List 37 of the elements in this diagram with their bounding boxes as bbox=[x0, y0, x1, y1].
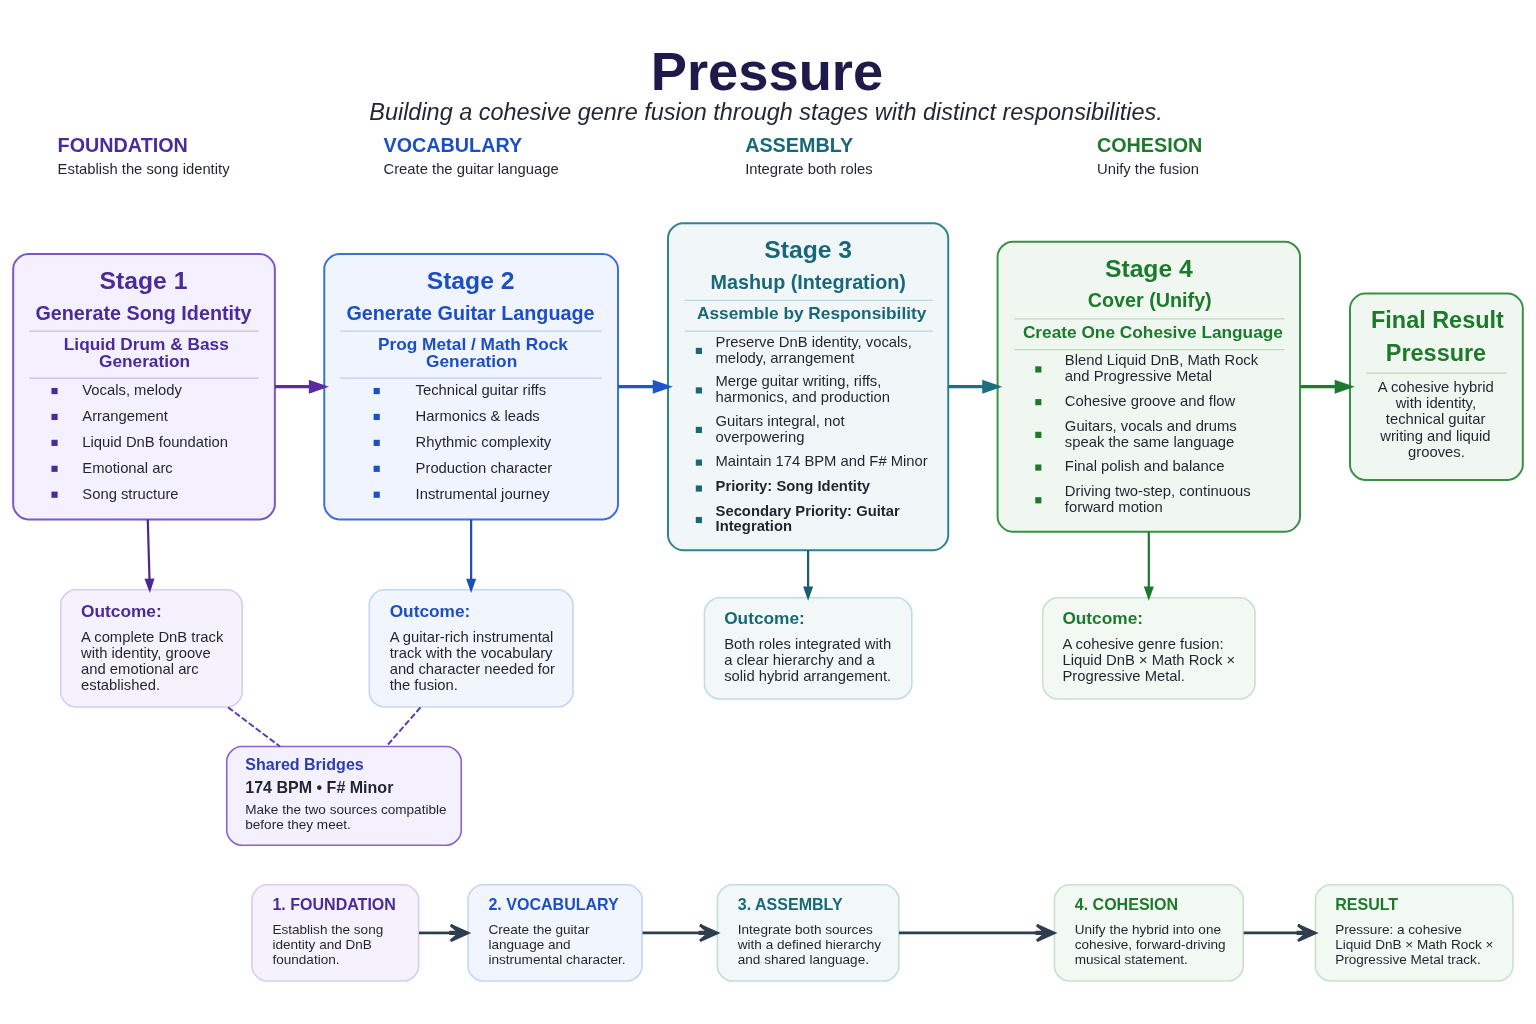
node-box: Stage 2 Generate Guitar Language Prog Metal / Math Rock Generation Technical guitar riffs Harmonics & leads Rhythmic complexity Production character Instrumental journey bbox=[323, 253, 619, 521]
arrow bbox=[642, 923, 719, 943]
arrow bbox=[898, 923, 1056, 943]
node-box: Stage 3 Mashup (Integration) Assemble by Responsibility Preserve DnB identity, vocals, melody, arrangement Merge guitar writing, riffs, harmonics, and production Guitars integral, not overpowering Maintain 174 BPM and F# Minor Priority: Song Identity Secondary Priority: Guitar Integration bbox=[667, 222, 950, 552]
arrow bbox=[466, 519, 477, 593]
node-box: 3. ASSEMBLY Integrate both sources with a defined hierarchy and shared language. bbox=[716, 884, 900, 982]
node-box: Final Result Pressure A cohesive hybrid with identity, technical guitar writing and liquid grooves. bbox=[1349, 292, 1524, 481]
label: VOCABULARY bbox=[383, 133, 523, 156]
arrow bbox=[419, 923, 470, 943]
label: COHESION bbox=[1096, 133, 1203, 156]
node-box: Stage 4 Cover (Unify) Create One Cohesive Language Blend Liquid DnB, Math Rock and Progressive Metal Cohesive groove and flow Guitars, vocals and drums speak the same language Final polish and balance Driving two-step, continuous forward motion bbox=[996, 240, 1301, 533]
arrow bbox=[618, 379, 673, 394]
arrow bbox=[1300, 379, 1355, 394]
node-box: 2. VOCABULARY Create the guitar language and instrumental character. bbox=[467, 884, 643, 982]
arrow bbox=[948, 379, 1003, 394]
node-box: Outcome: A complete DnB track with identity, groove and emotional arc established. bbox=[59, 588, 243, 708]
node-box: Shared Bridges 174 BPM • F# Minor Make the two sources compatible before they meet. bbox=[225, 745, 463, 847]
arrow bbox=[1243, 923, 1317, 943]
connector bbox=[227, 706, 281, 748]
label: ASSEMBLY bbox=[745, 133, 854, 156]
node-box: 4. COHESION Unify the hybrid into one cohesive, forward-driving musical statement. bbox=[1053, 884, 1245, 982]
arrow bbox=[1143, 531, 1154, 601]
node-box: Outcome: Both roles integrated with a clear hierarchy and a solid hybrid arrangement. bbox=[703, 597, 913, 700]
node-box: Stage 1 Generate Song Identity Liquid Drum & Bass Generation Vocals, melody Arrangement Liquid DnB foundation Emotional arc Song structure bbox=[12, 253, 276, 521]
label: Unify the fusion bbox=[1096, 160, 1199, 177]
node-box: 1. FOUNDATION Establish the song identity and DnB foundation. bbox=[251, 884, 420, 982]
label: Create the guitar language bbox=[383, 160, 559, 177]
node-box: RESULT Pressure: a cohesive Liquid DnB × Math Rock × Progressive Metal track. bbox=[1314, 884, 1514, 982]
arrow bbox=[275, 379, 329, 394]
label: FOUNDATION bbox=[57, 133, 188, 156]
arrow bbox=[803, 550, 814, 601]
label: Establish the song identity bbox=[57, 160, 230, 177]
connector bbox=[385, 706, 422, 748]
arrow bbox=[144, 519, 155, 593]
node-box: Outcome: A guitar-rich instrumental track with the vocabulary and character needed for the fusion. bbox=[368, 588, 574, 708]
node-box: Outcome: A cohesive genre fusion: Liquid DnB × Math Rock × Progressive Metal. bbox=[1041, 597, 1256, 700]
label: Integrate both roles bbox=[745, 160, 873, 177]
